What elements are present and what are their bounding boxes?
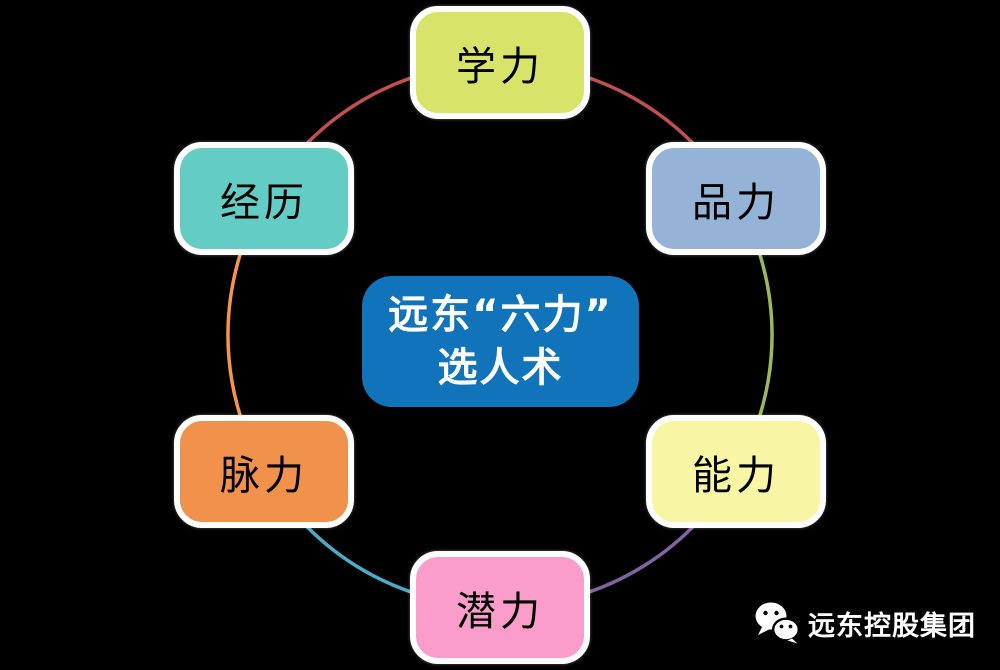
node-xueli-label: 学力 [456, 43, 544, 90]
wechat-icon [755, 602, 801, 644]
node-nengli-label: 能力 [692, 452, 780, 499]
node-qianli-label: 潜力 [456, 588, 544, 635]
node-maili: 脉力 [174, 415, 354, 528]
node-maili-label: 脉力 [220, 452, 308, 499]
center-title-line1: 远东“六力” [388, 291, 613, 338]
node-pinli-label: 品力 [692, 179, 780, 226]
node-xueli: 学力 [410, 6, 590, 119]
brand-footer: 远东控股集团 [755, 599, 976, 647]
center-title-line2: 选人术 [437, 344, 564, 391]
node-qianli: 潜力 [410, 551, 590, 664]
node-nengli: 能力 [646, 415, 826, 528]
node-jingli: 经历 [174, 142, 354, 255]
node-pinli: 品力 [646, 142, 826, 255]
brand-name: 远东控股集团 [808, 610, 976, 642]
node-jingli-label: 经历 [220, 179, 308, 226]
center-title-box: 远东“六力” 选人术 [362, 276, 639, 407]
